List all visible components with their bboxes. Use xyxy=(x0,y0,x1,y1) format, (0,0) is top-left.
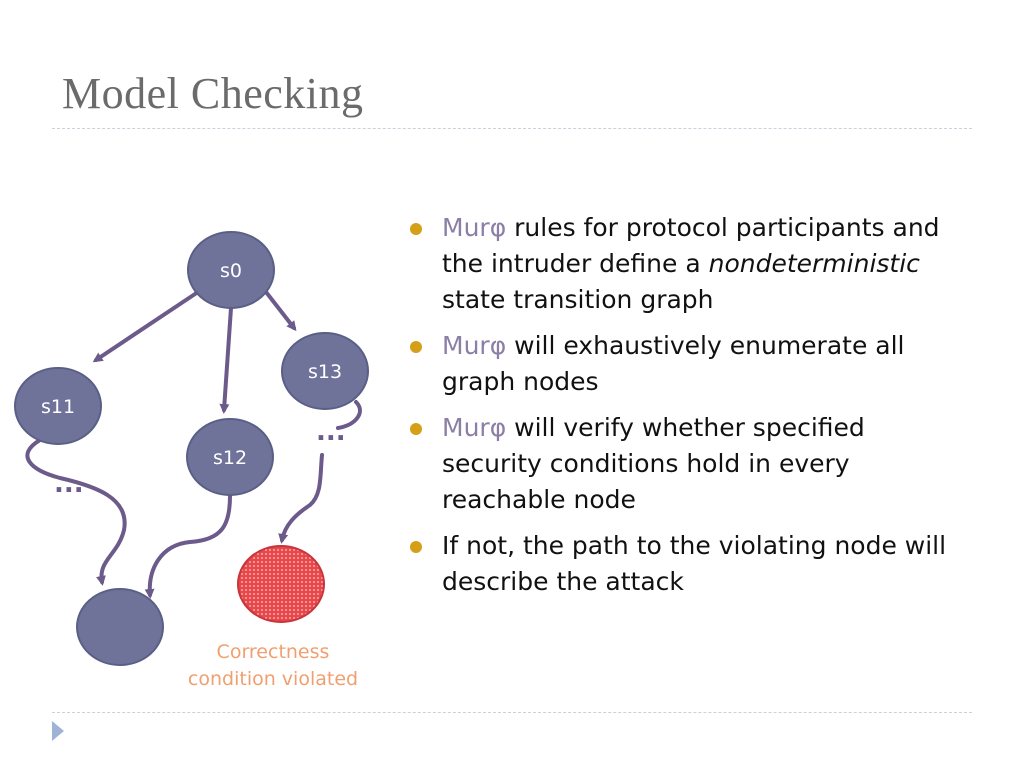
slide-title: Model Checking xyxy=(62,69,364,118)
murphi-term: Murφ xyxy=(442,331,507,360)
terminal-node xyxy=(76,588,164,666)
bullet-dot xyxy=(410,423,422,435)
ellipsis-left: ... xyxy=(54,469,84,499)
violation-caption-line2: condition violated xyxy=(188,668,358,690)
footer-divider xyxy=(52,712,972,713)
violation-node xyxy=(237,545,325,623)
edge-s11-terminal xyxy=(25,438,127,586)
bullet-emphasis: nondeterministic xyxy=(708,249,920,278)
violation-caption-line1: Correctness xyxy=(217,641,330,663)
edge-s0-s11 xyxy=(92,290,200,363)
bullet-text: will verify whether specified security c… xyxy=(442,413,865,514)
node-s11: s11 xyxy=(14,367,102,445)
node-s0: s0 xyxy=(187,231,275,309)
murphi-term: Murφ xyxy=(442,413,507,442)
bullet-dot xyxy=(410,541,422,553)
edge-dots-violation xyxy=(278,453,324,544)
bullet-text: rules for protocol participants and the … xyxy=(442,213,940,278)
edge-s12-terminal xyxy=(144,494,232,599)
bullet-text: If not, the path to the violating node w… xyxy=(442,531,947,596)
bullet-item: Murφ rules for protocol participants and… xyxy=(410,210,970,318)
edge-s0-s13 xyxy=(264,290,297,332)
node-s12: s12 xyxy=(186,418,274,496)
node-s12-label: s12 xyxy=(213,447,247,469)
ellipsis-right: ... xyxy=(316,417,346,447)
bullet-dot xyxy=(410,223,422,235)
bullet-text: will exhaustively enumerate all graph no… xyxy=(442,331,905,396)
bullet-item: Murφ will verify whether specified secur… xyxy=(410,410,970,518)
next-slide-arrow-icon[interactable] xyxy=(52,721,64,741)
title-divider xyxy=(52,128,972,129)
node-s13-label: s13 xyxy=(308,361,342,383)
bullet-item: Murφ will exhaustively enumerate all gra… xyxy=(410,328,970,400)
bullet-dot xyxy=(410,341,422,353)
edge-s13-violation xyxy=(336,400,362,430)
bullet-list: Murφ rules for protocol participants and… xyxy=(410,210,970,610)
bullet-item: If not, the path to the violating node w… xyxy=(410,528,970,600)
murphi-term: Murφ xyxy=(442,213,507,242)
node-s0-label: s0 xyxy=(220,260,242,282)
node-s11-label: s11 xyxy=(41,396,75,418)
edge-s0-s12 xyxy=(219,306,233,414)
node-s13: s13 xyxy=(281,332,369,410)
bullet-suffix: state transition graph xyxy=(442,285,714,314)
